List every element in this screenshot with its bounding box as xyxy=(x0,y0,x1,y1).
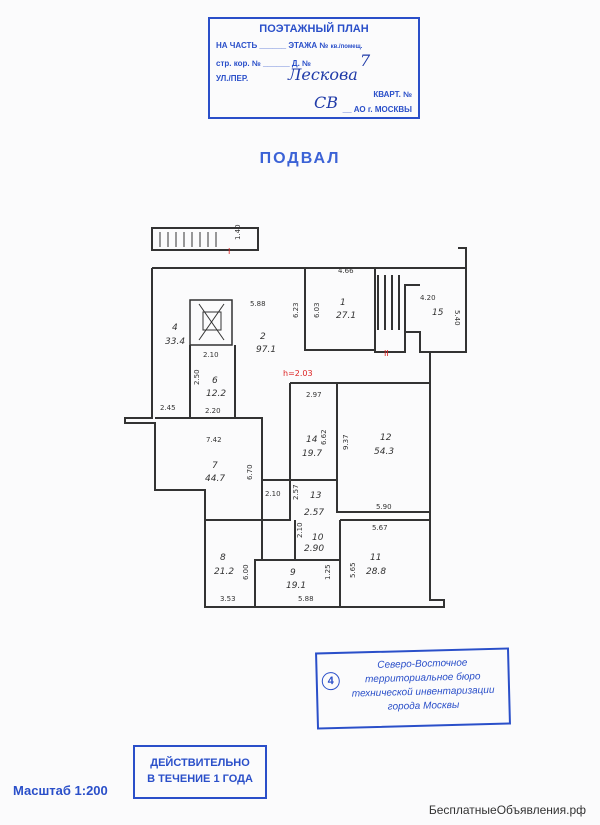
dim-label: 4.66 xyxy=(338,267,354,275)
dim-label: 7.42 xyxy=(206,436,222,444)
dim-label: 1.25 xyxy=(324,564,332,580)
dim-label: 2.50 xyxy=(193,369,201,385)
stamp-row-street: УЛ./ПЕР. xyxy=(216,74,412,83)
room-1-num: 1 xyxy=(340,298,346,308)
room-2-num: 2 xyxy=(260,332,266,342)
room-2-area: 97.1 xyxy=(256,345,276,355)
room-8-area: 21.2 xyxy=(214,567,234,577)
validity-line-1: ДЕЙСТВИТЕЛЬНО xyxy=(150,757,250,769)
dim-label: 1.40 xyxy=(234,224,242,240)
district-code: СВ xyxy=(314,93,338,112)
room-15-num: 15 xyxy=(432,308,444,318)
room-14-num: 14 xyxy=(306,435,318,445)
room-13-num: 13 xyxy=(310,491,322,501)
room-9-area: 19.1 xyxy=(286,581,306,591)
room-12-area: 54.3 xyxy=(374,447,394,457)
dimension-labels: 4.66 5.88 6.23 6.03 4.20 5.40 2.10 2.50 … xyxy=(160,224,461,603)
stamp-row1: НА ЧАСТЬ ______ ЭТАЖА № xyxy=(216,41,329,50)
dim-label: 4.20 xyxy=(420,294,436,302)
room-labels: 1 27.1 2 97.1 4 33.4 6 12.2 7 44.7 8 21.… xyxy=(165,298,444,591)
room-11-num: 11 xyxy=(370,553,381,563)
stair-block-top xyxy=(151,227,259,251)
dim-label: 6.23 xyxy=(292,302,300,318)
dim-label: 6.00 xyxy=(242,564,250,580)
scale-label: Масштаб 1:200 xyxy=(13,783,108,798)
room-13-area: 2.57 xyxy=(304,508,324,518)
room-1-area: 27.1 xyxy=(336,311,356,321)
street-name: Лескова xyxy=(288,65,358,84)
dim-label: 3.53 xyxy=(220,595,236,603)
dim-label: 2.57 xyxy=(292,484,300,500)
stamp-row-building: стр. кор. № ______ Д. № xyxy=(216,59,412,68)
dim-label: 2.45 xyxy=(160,404,176,412)
room-6-area: 12.2 xyxy=(206,389,226,399)
dim-label: 2.10 xyxy=(203,351,219,359)
room-14-area: 19.7 xyxy=(302,449,322,459)
dim-label: 2.10 xyxy=(265,490,281,498)
dim-label: 6.62 xyxy=(320,429,328,445)
room-9-num: 9 xyxy=(290,568,296,578)
stamp-row-floor: НА ЧАСТЬ ______ ЭТАЖА № кв./помещ. xyxy=(216,41,412,50)
stamp-row2: стр. кор. № ______ Д. № xyxy=(216,59,311,68)
floor-plan-header-stamp: ПОЭТАЖНЫЙ ПЛАН НА ЧАСТЬ ______ ЭТАЖА № к… xyxy=(208,17,420,119)
dim-label: 2.10 xyxy=(296,522,304,538)
dim-label: 5.67 xyxy=(372,524,388,532)
room-7-area: 44.7 xyxy=(205,474,225,484)
dim-label: 2.97 xyxy=(306,391,322,399)
room-8-num: 8 xyxy=(220,553,226,563)
dim-label: 9.37 xyxy=(342,434,350,450)
validity-stamp: ДЕЙСТВИТЕЛЬНО В ТЕЧЕНИЕ 1 ГОДА xyxy=(133,745,267,799)
page-heading: ПОДВАЛ xyxy=(259,150,341,167)
room-10-area: 2.90 xyxy=(304,544,324,554)
room-6-num: 6 xyxy=(212,376,218,386)
dim-label: 6.03 xyxy=(313,302,321,318)
stamp-row3: УЛ./ПЕР. xyxy=(216,74,249,83)
section-mark-i: I xyxy=(228,247,230,256)
room-4-num: 4 xyxy=(172,323,178,333)
room-4-area: 33.4 xyxy=(165,337,185,347)
room-10-num: 10 xyxy=(312,533,324,543)
room-11-area: 28.8 xyxy=(366,567,386,577)
stamp-row1-suffix: кв./помещ. xyxy=(330,44,363,50)
dim-label: 5.88 xyxy=(298,595,314,603)
height-marker: h=2.03 xyxy=(283,369,313,378)
dim-label: 5.90 xyxy=(376,503,392,511)
dim-label: 6.70 xyxy=(246,464,254,480)
dim-label: 2.20 xyxy=(205,407,221,415)
inventory-bureau-stamp: 4 Северо-Восточное территориальное бюро … xyxy=(315,647,511,730)
room-12-num: 12 xyxy=(380,433,392,443)
section-mark-ii: II xyxy=(384,349,389,358)
watermark: БесплатныеОбъявления.рф xyxy=(428,803,586,817)
room-7-num: 7 xyxy=(212,461,218,471)
validity-line-2: В ТЕЧЕНИЕ 1 ГОДА xyxy=(147,773,253,785)
bureau-text: Северо-Восточное территориальное бюро те… xyxy=(351,657,495,713)
dim-label: 5.88 xyxy=(250,300,266,308)
stamp-row-district: __ АО г. МОСКВЫ xyxy=(342,105,412,114)
dim-label: 5.65 xyxy=(349,562,357,578)
stamp-row-apartment: КВАРТ. № xyxy=(373,90,412,99)
bureau-number: 4 xyxy=(321,671,341,691)
dim-label: 5.40 xyxy=(453,310,461,326)
house-number: 7 xyxy=(360,51,371,70)
stamp-title: ПОЭТАЖНЫЙ ПЛАН xyxy=(259,23,369,35)
